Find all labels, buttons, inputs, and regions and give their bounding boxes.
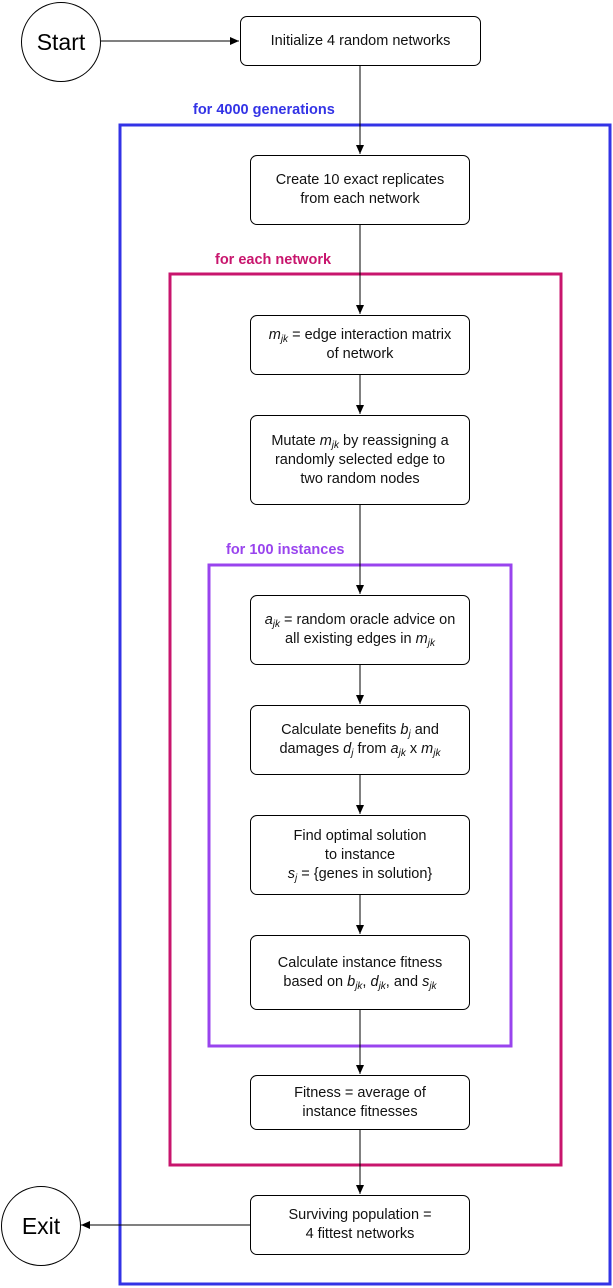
loop-label-networks: for each network (215, 252, 332, 268)
exit-label: Exit (21, 1212, 61, 1239)
step-surviving-line1: Surviving population = (288, 1207, 432, 1223)
step-initialize-text: Initialize 4 random networks (270, 32, 451, 49)
step-benefits-line2: damages dj from ajk x mjk (279, 741, 441, 759)
step-oracle-advice-line2: all existing edges in mjk (285, 631, 435, 649)
step-mutate[interactable]: Mutate mjk by reassigning a randomly sel… (250, 415, 470, 505)
step-mutate-line2: randomly selected edge to (274, 451, 446, 468)
step-edge-matrix-line1: mjk = edge interaction matrix (268, 327, 452, 345)
step-edge-matrix-line2: of network (326, 346, 394, 362)
step-optimal-line3: sj = {genes in solution} (287, 865, 433, 884)
start-label: Start (36, 28, 86, 55)
step-surviving-population[interactable]: Surviving population = 4 fittest network… (250, 1195, 470, 1255)
step-benefits-damages[interactable]: Calculate benefits bj and damages dj fro… (250, 705, 470, 775)
step-fitness-average[interactable]: Fitness = average of instance fitnesses (250, 1075, 470, 1130)
loop-label-instances: for 100 instances (226, 542, 345, 558)
step-replicate-line1: Create 10 exact replicates (275, 172, 445, 188)
step-mutate-line1: Mutate mjk by reassigning a (271, 432, 449, 451)
step-instance-fitness[interactable]: Calculate instance fitness based on bjk,… (250, 935, 470, 1010)
step-replicate[interactable]: Create 10 exact replicates from each net… (250, 155, 470, 225)
start-terminal[interactable]: Start (21, 2, 101, 82)
step-fitness-average-line2: instance fitnesses (302, 1103, 418, 1120)
step-instance-fitness-line1: Calculate instance fitness (277, 954, 443, 971)
loop-frame-generations (118, 123, 612, 1286)
step-optimal-line1: Find optimal solution (293, 827, 427, 844)
step-oracle-advice[interactable]: ajk = random oracle advice on all existi… (250, 595, 470, 665)
step-surviving-line2: 4 fittest networks (305, 1226, 415, 1242)
step-initialize[interactable]: Initialize 4 random networks (240, 16, 481, 66)
loop-frame-networks (168, 272, 563, 1167)
step-benefits-line1: Calculate benefits bj and (281, 722, 439, 740)
step-mutate-line3: two random nodes (300, 470, 420, 487)
loop-label-generations: for 4000 generations (193, 102, 335, 118)
exit-terminal[interactable]: Exit (1, 1186, 81, 1266)
step-fitness-average-line1: Fitness = average of (294, 1084, 426, 1101)
step-replicate-line2: from each network (300, 191, 420, 207)
step-instance-fitness-line2: based on bjk, djk, and sjk (283, 973, 437, 992)
step-optimal-solution[interactable]: Find optimal solution to instance sj = {… (250, 815, 470, 895)
step-oracle-advice-line1: ajk = random oracle advice on (264, 612, 456, 630)
step-edge-matrix[interactable]: mjk = edge interaction matrix of network (250, 315, 470, 375)
step-optimal-line2: to instance (324, 846, 396, 863)
